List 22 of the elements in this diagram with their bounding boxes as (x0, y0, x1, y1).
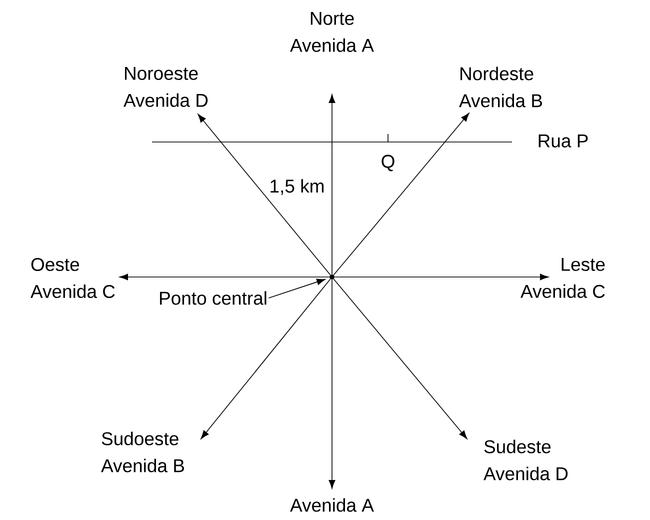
point-label: Ponto central (160, 291, 266, 305)
arrow (334, 274, 549, 280)
arrow (333, 278, 468, 440)
arrow (328, 94, 336, 275)
distance-label: 1,5 km (270, 179, 324, 195)
arrow (333, 112, 470, 276)
direction-label: Nordeste Avenida B (459, 66, 542, 108)
arrow (328, 279, 336, 489)
arrow (119, 274, 330, 280)
direction-label: Oeste Avenida C (30, 258, 115, 298)
direction-label: Sudoeste Avenida B (101, 432, 184, 472)
direction-label: Sudeste Avenida D (484, 440, 568, 480)
direction-label: Leste Avenida C (520, 258, 605, 298)
direction-label: Noroeste Avenida D (124, 67, 208, 107)
arrow (200, 278, 331, 440)
direction-label: Norte Avenida A (290, 12, 374, 52)
direction-label: Avenida A (290, 498, 374, 512)
arrow (268, 278, 326, 298)
center-point (330, 274, 334, 280)
street-label: Rua P (538, 134, 588, 148)
arrow (198, 114, 331, 276)
point-label: Q (382, 154, 394, 172)
